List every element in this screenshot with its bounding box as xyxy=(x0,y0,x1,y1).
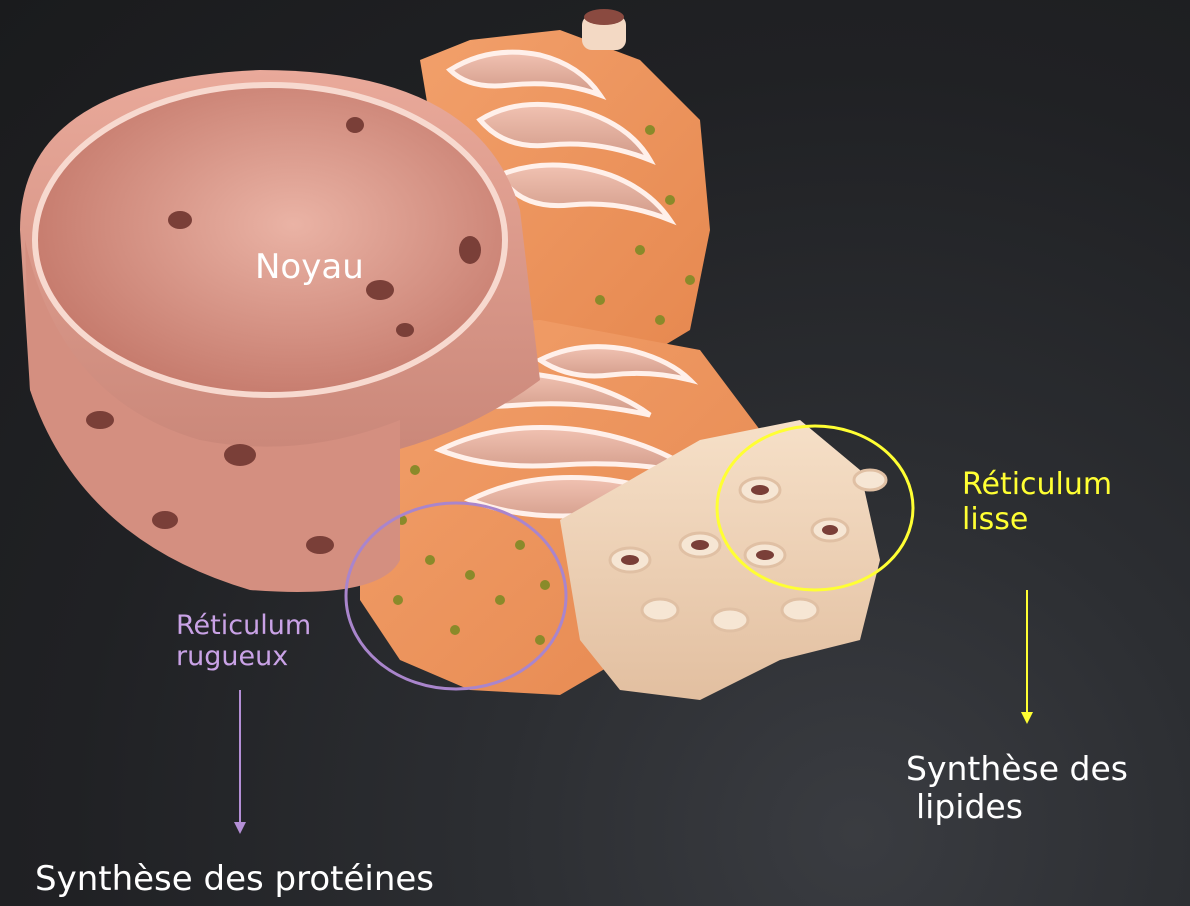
label-synthese-proteines: Synthèse des protéines xyxy=(35,860,434,899)
label-reticulum-lisse-line1: Réticulum xyxy=(962,468,1112,503)
label-reticulum-lisse: Réticulum lisse xyxy=(962,468,1112,537)
label-noyau: Noyau xyxy=(255,248,364,287)
label-reticulum-lisse-line2: lisse xyxy=(962,503,1112,538)
rough-er-arrow xyxy=(234,690,246,834)
label-reticulum-rugueux-line1: Réticulum xyxy=(176,610,311,641)
label-reticulum-rugueux-line2: rugueux xyxy=(176,641,311,672)
smooth-er-arrow xyxy=(1021,590,1033,724)
label-synthese-lipides: Synthèse des lipides xyxy=(906,750,1128,826)
label-reticulum-rugueux: Réticulum rugueux xyxy=(176,610,311,672)
label-synthese-lipides-line1: Synthèse des xyxy=(906,750,1128,788)
label-synthese-lipides-line2: lipides xyxy=(906,788,1128,826)
